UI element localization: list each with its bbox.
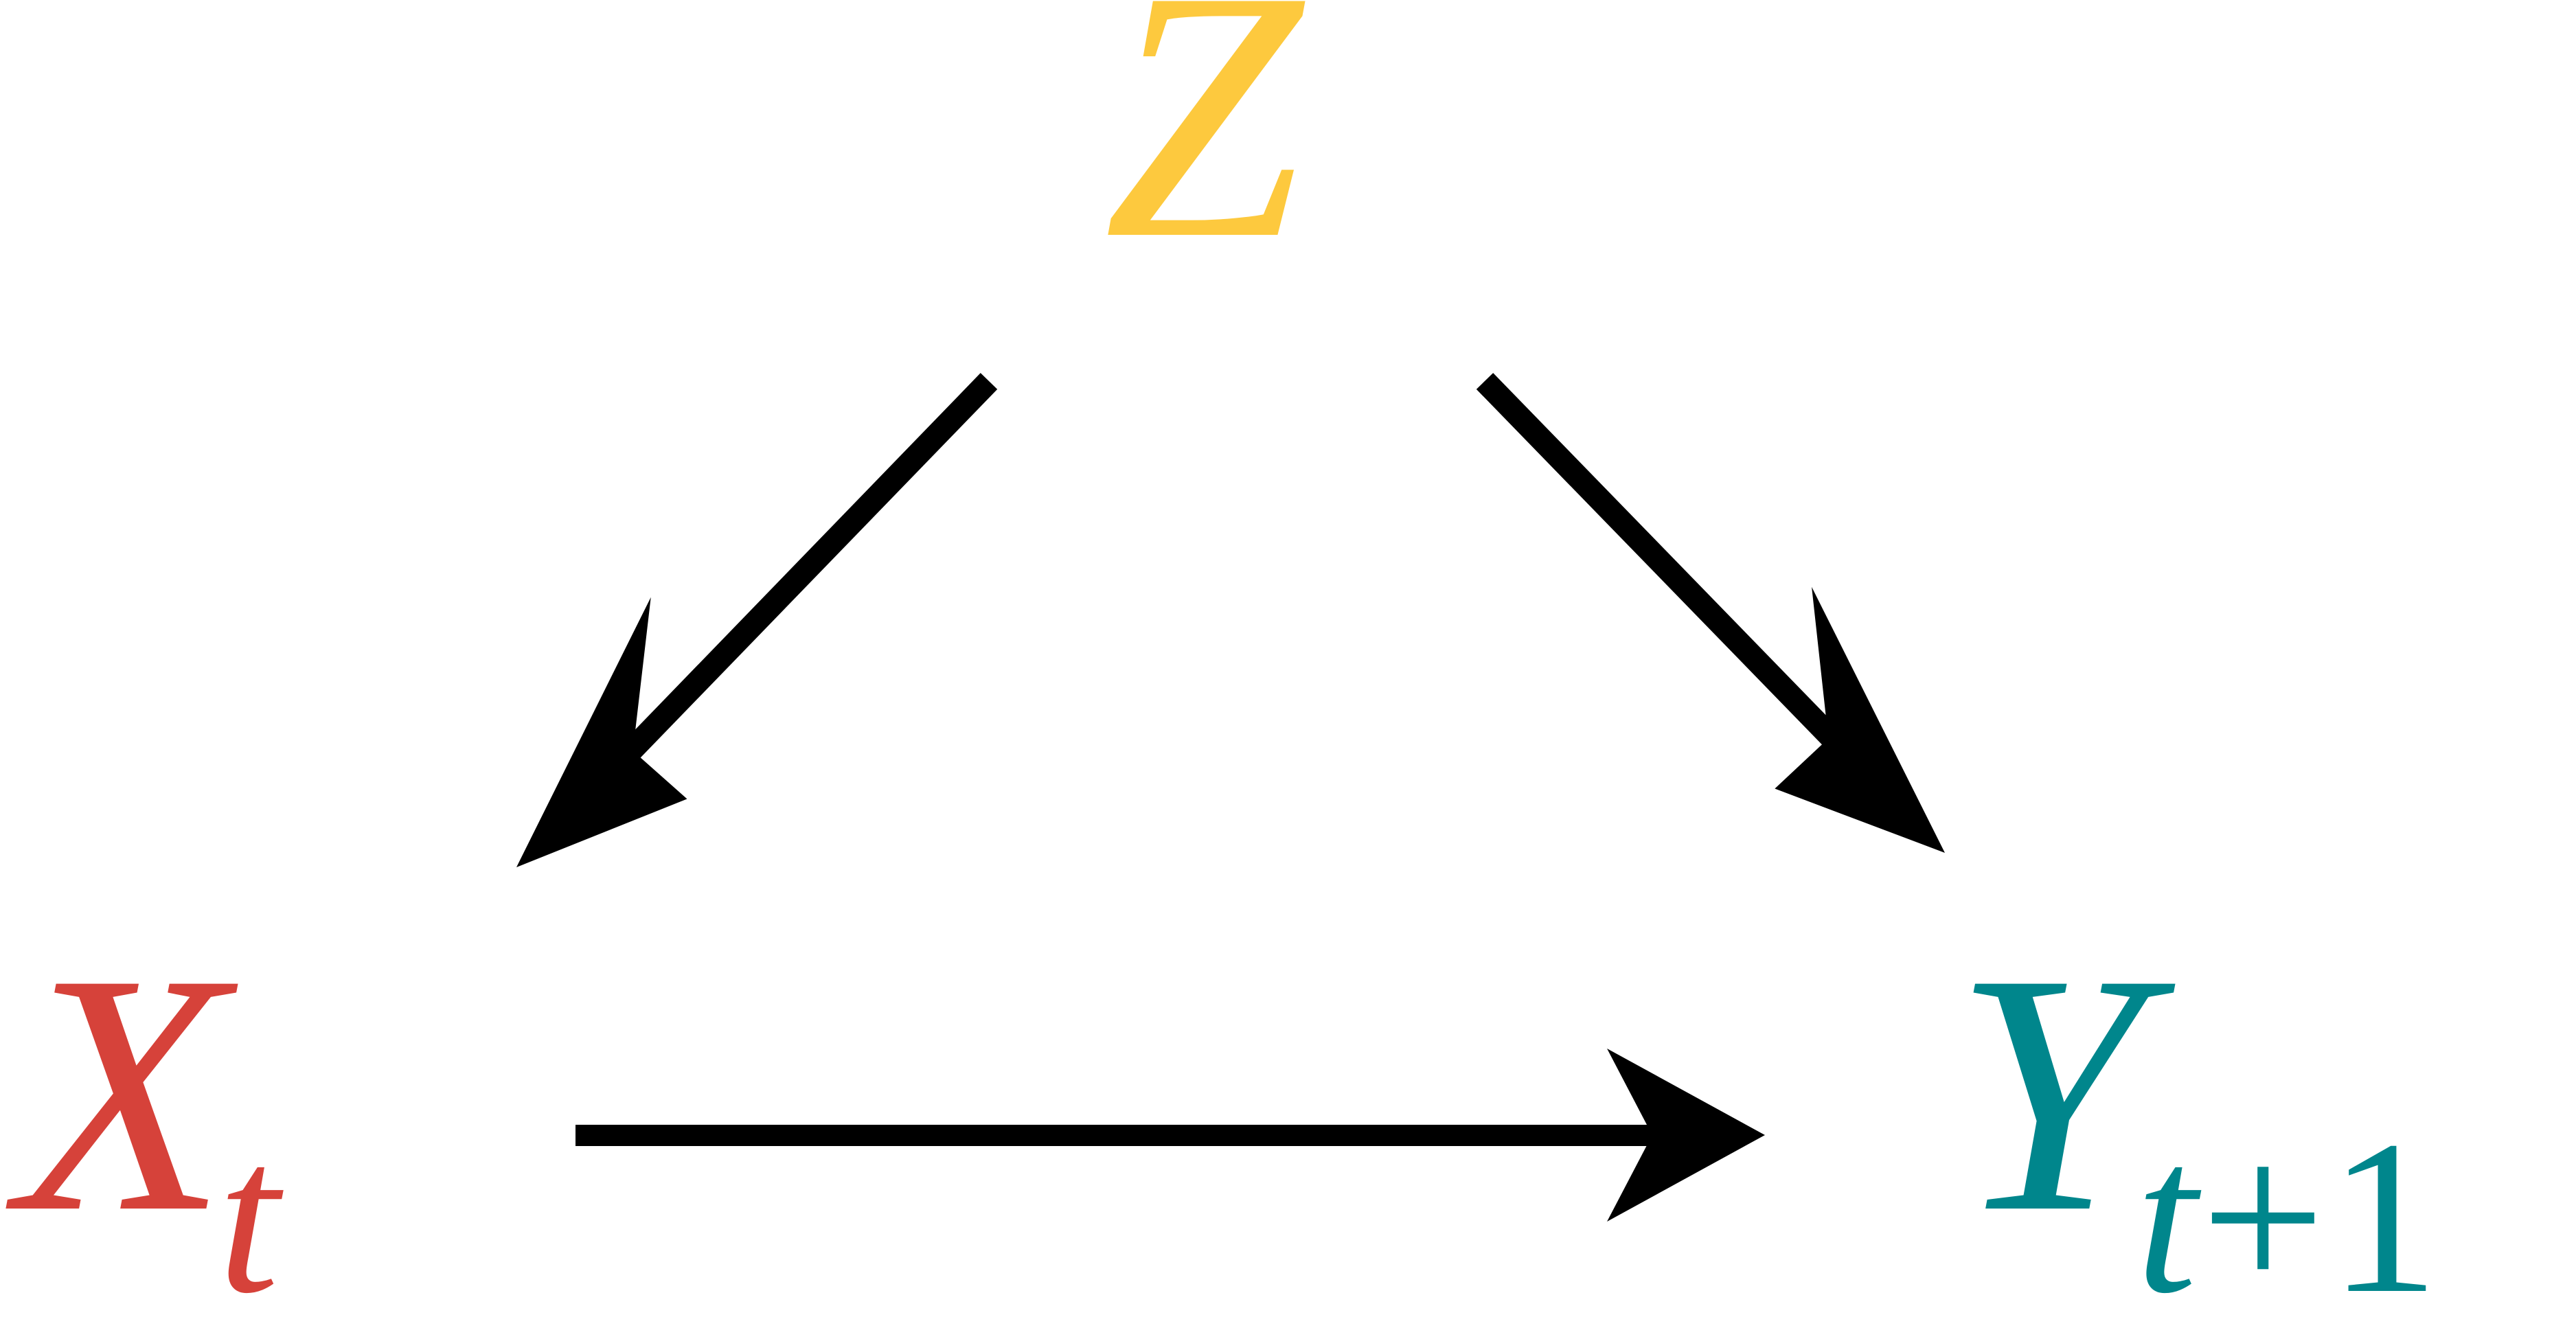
edge-z-to-x-arrowhead [516, 597, 687, 867]
edge-z-to-x-shaft [561, 373, 998, 822]
node-treatment-x-t[interactable]: Xt [17, 922, 291, 1327]
edge-x-to-y-arrowhead [1607, 1049, 1765, 1222]
node-y-subscript-variable: t [2136, 1096, 2197, 1339]
edge-z-to-y-arrowhead [1775, 586, 1945, 853]
edge-z-to-x [516, 373, 998, 867]
node-x-base-letter: X [17, 903, 231, 1283]
node-outcome-y-t-plus-1[interactable]: Yt+1 [1954, 922, 2451, 1327]
node-y-subscript-offset: 1 [2329, 1096, 2439, 1339]
node-y-subscript: t+1 [2136, 1096, 2439, 1339]
node-z-label: Z [1104, 0, 1306, 312]
node-y-base-letter: Y [1954, 903, 2149, 1283]
edge-z-to-y [1476, 373, 1945, 853]
node-y-subscript-plus-operator: + [2200, 1096, 2325, 1339]
node-x-subscript: t [218, 1096, 280, 1339]
edge-x-to-y-shaft [575, 1125, 1671, 1146]
edge-x-to-y [575, 1049, 1765, 1222]
edge-z-to-y-shaft [1476, 373, 1904, 812]
node-confounder-z[interactable]: Z [1104, 0, 1306, 294]
